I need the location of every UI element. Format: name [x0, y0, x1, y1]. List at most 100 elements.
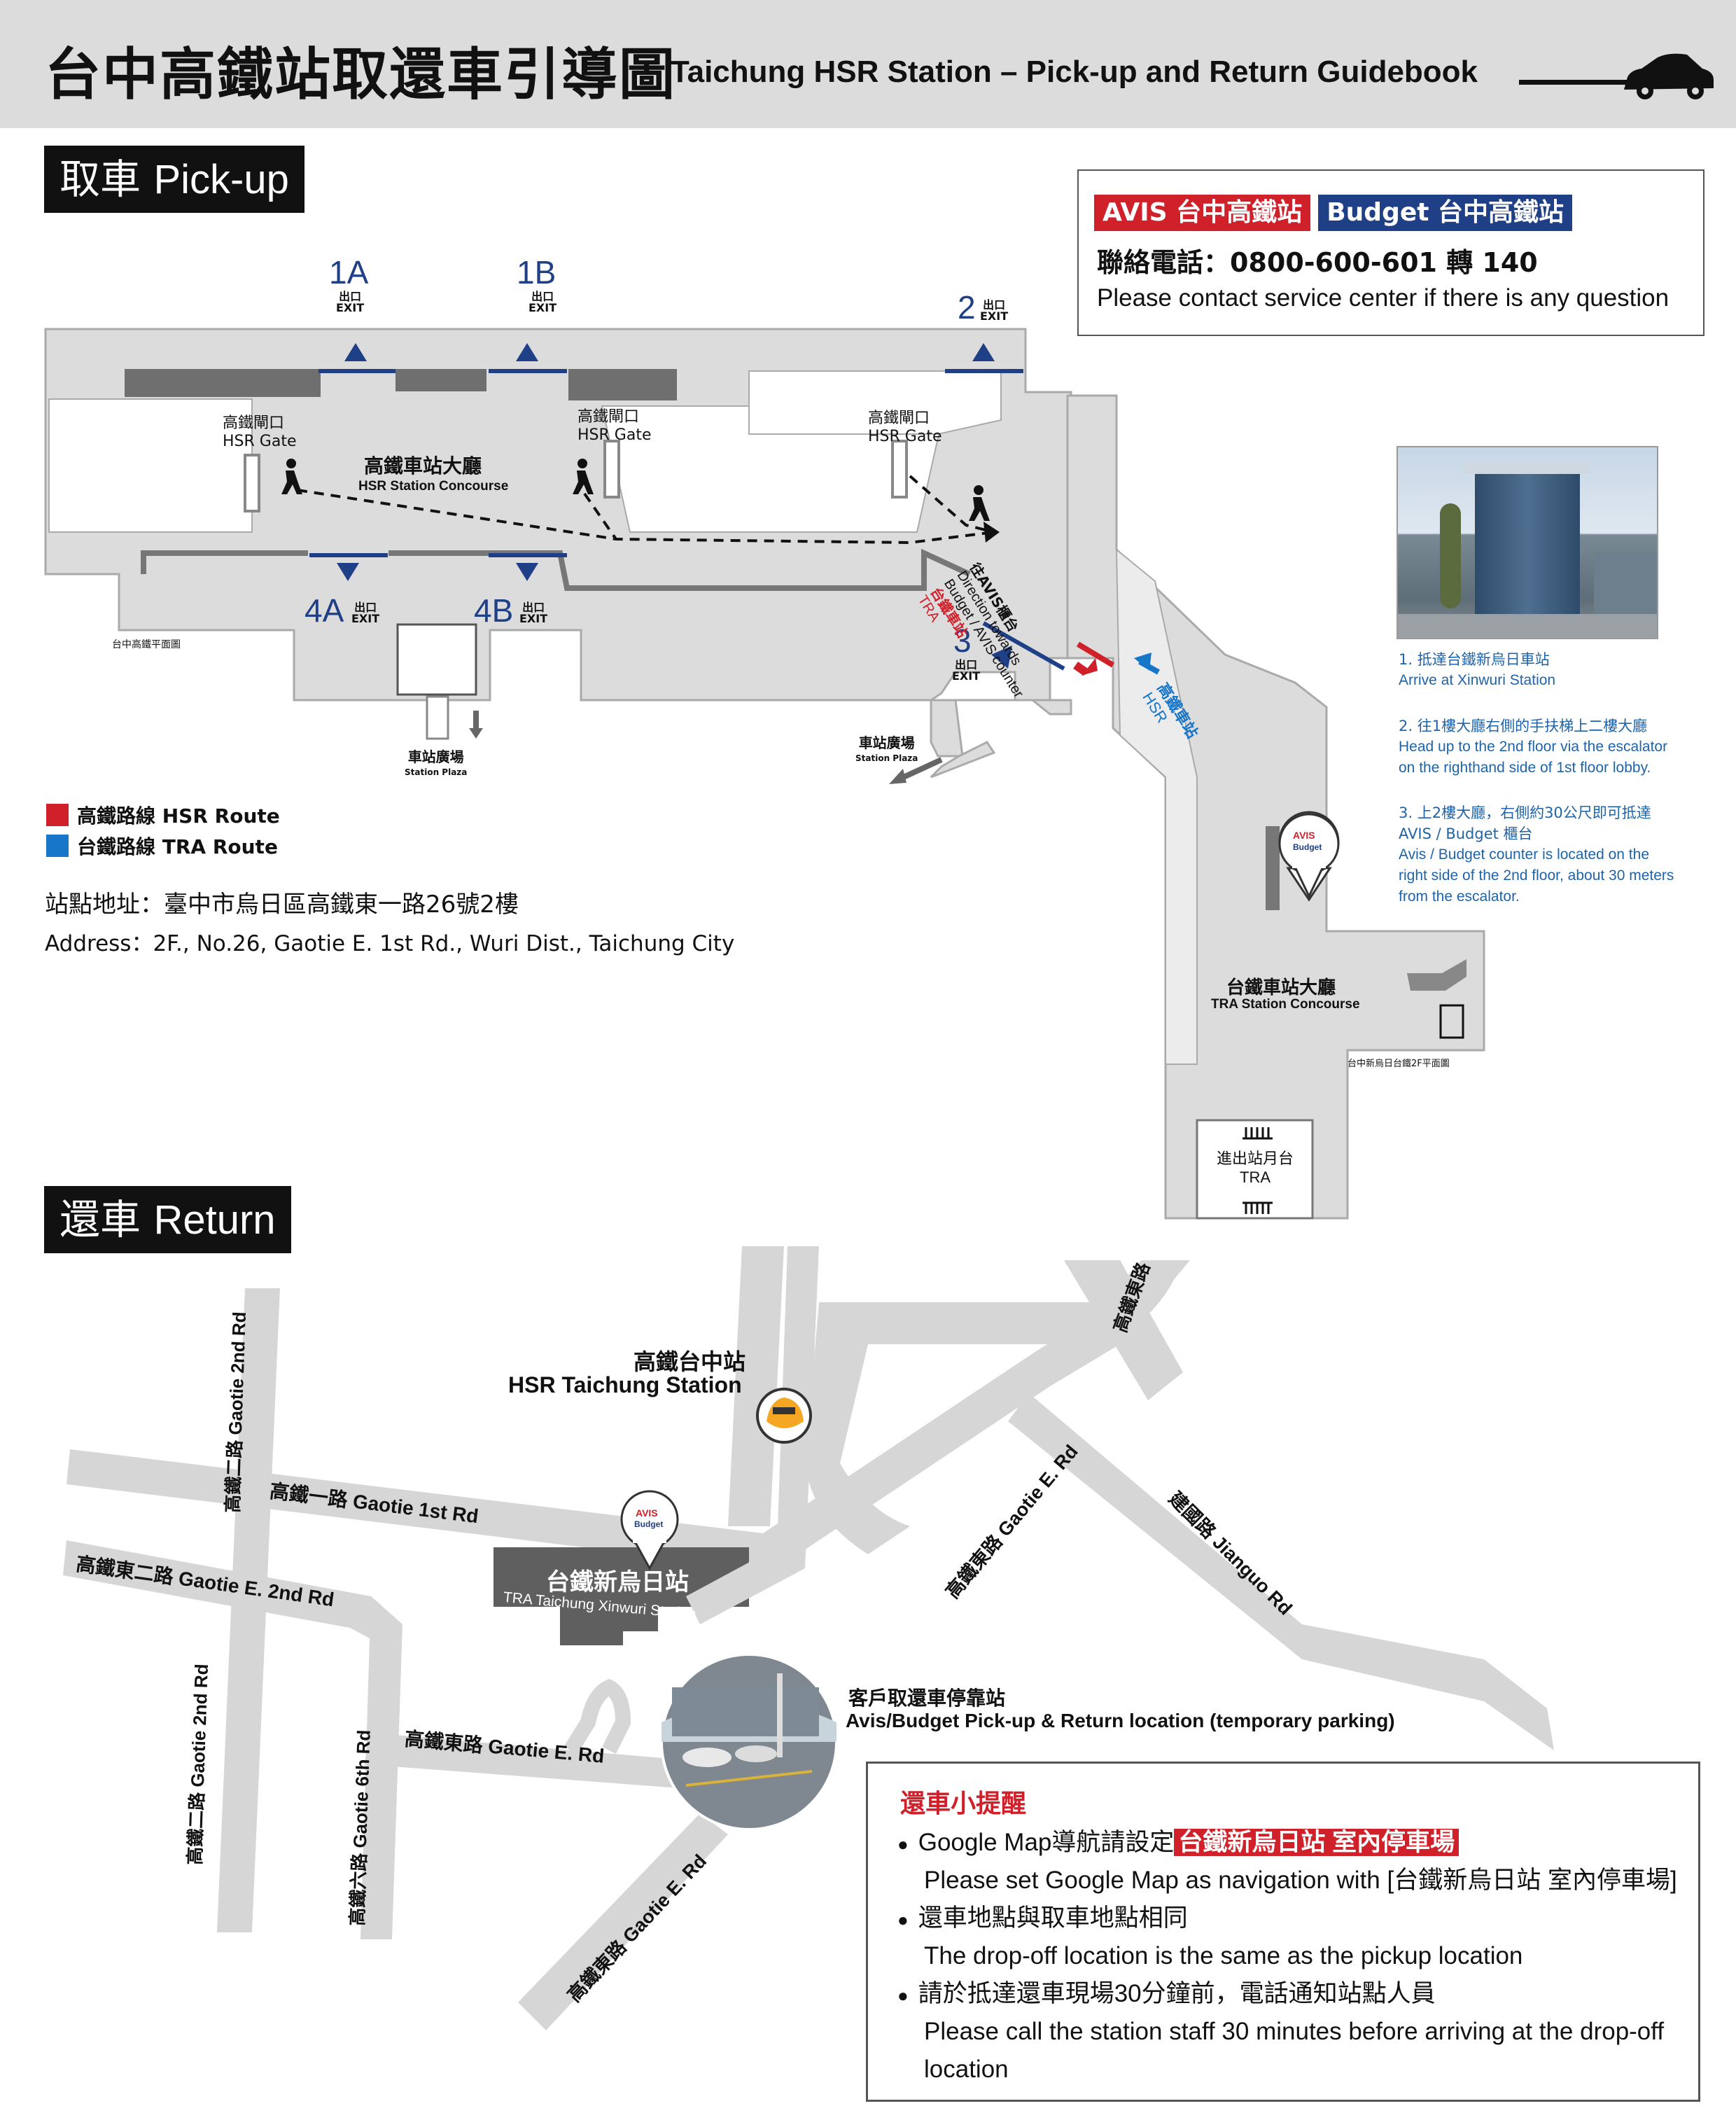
pickup-label-zh: 取車 [59, 155, 141, 203]
address-zh: 站點地址：臺中市烏日區高鐵東一路26號2樓 [45, 891, 519, 919]
return-map [63, 1246, 1554, 2030]
elevator-icon [1439, 1004, 1464, 1039]
avis-map-pin-icon [620, 1490, 679, 1571]
step-2-en-1: Head up to the 2nd floor via the escalat… [1399, 739, 1668, 755]
pin-avis-logo: AVIS [1293, 830, 1315, 841]
hsr-concourse-en: HSR Station Concourse [358, 479, 509, 494]
reminder-item-3-zh: 請於抵達還車現場30分鐘前，電話通知站點人員 [918, 1980, 1436, 2007]
exit-1b-label: 1B [517, 254, 556, 291]
parking-photo [660, 1653, 838, 1831]
reminder-item-3-en-2: location [924, 2056, 1009, 2083]
gate-zh: 高鐵閘口 [868, 410, 930, 427]
tra-route-label: 台鐵路線 TRA Route [77, 835, 278, 858]
reminder-item-2-zh: 還車地點與取車地點相同 [918, 1904, 1188, 1932]
plaza-zh: 車站廣場 [407, 748, 464, 765]
gate-zh: 高鐵閘口 [223, 414, 285, 432]
exit-zh: 出口 [339, 290, 362, 303]
exit-3-label: 3 [953, 622, 972, 659]
tra-concourse-en: TRA Station Concourse [1211, 997, 1360, 1012]
reminder-title: 還車小提醒 [900, 1790, 1027, 1818]
pickup-section-label: 取車 Pick-up [44, 146, 304, 213]
exit-en: EXIT [980, 309, 1009, 323]
step-3: 3. 上2樓大廳，右側約30公尺即可抵達 AVIS / Budget 櫃台 Av… [1399, 802, 1674, 907]
gate-en: HSR Gate [578, 426, 652, 444]
step-3-en-1: Avis / Budget counter is located on the [1399, 846, 1650, 863]
gate-zh: 高鐵閘口 [578, 408, 640, 426]
reminder-item-1-en: Please set Google Map as navigation with… [924, 1867, 1677, 1894]
exit-2-label: 2 [958, 289, 976, 326]
exit-4b-label: 4B [474, 592, 514, 629]
step-1-zh: 1. 抵達台鐵新烏日車站 [1399, 651, 1550, 668]
step-1: 1. 抵達台鐵新烏日車站 Arrive at Xinwuri Station [1399, 649, 1555, 691]
parking-label-zh: 客戶取還車停靠站 [848, 1687, 1006, 1710]
hsr-route-swatch [46, 804, 69, 826]
platform-zh: 進出站月台 [1216, 1150, 1294, 1168]
step-2-en-2: on the righthand side of 1st floor lobby… [1399, 760, 1651, 776]
hsr-plan-caption: 台中高鐵平面圖 [112, 639, 181, 650]
platform-en: TRA [1240, 1169, 1270, 1186]
avis-budget-pin-icon [1266, 811, 1340, 910]
exit-zh: 出口 [531, 290, 554, 303]
step-2-zh: 2. 往1樓大廳右側的手扶梯上二樓大廳 [1399, 718, 1648, 734]
gate-en: HSR Gate [868, 428, 942, 445]
map-pin-avis-logo: AVIS [636, 1507, 658, 1519]
exit-en: EXIT [519, 612, 548, 625]
walking-person-icon [281, 459, 990, 521]
page-header [0, 0, 1736, 128]
gate-en: HSR Gate [223, 433, 297, 450]
avis-tag: AVIS 台中高鐵站 [1094, 195, 1311, 231]
exit-4a-label: 4A [304, 592, 344, 629]
reminder-item-1-highlight: 台鐵新烏日站 室內停車場 [1174, 1829, 1460, 1856]
reminder-item-1: ●Google Map導航請設定台鐵新烏日站 室內停車場 [897, 1824, 1460, 1863]
hsr-station-en: HSR Taichung Station [508, 1372, 742, 1397]
white-block-left [48, 398, 253, 533]
pickup-label-en: Pick-up [153, 157, 289, 202]
page-title-zh: 台中高鐵站取還車引導圖 [45, 42, 676, 107]
exit-zh: 出口 [354, 601, 377, 614]
step-3-zh-2: AVIS / Budget 櫃台 [1399, 825, 1533, 842]
exit-1a-label: 1A [329, 254, 369, 291]
step-3-zh: 3. 上2樓大廳，右側約30公尺即可抵達 [1399, 804, 1651, 821]
reminder-item-1-zh: Google Map導航請設定 [918, 1829, 1175, 1856]
reminder-item-2: ●還車地點與取車地點相同 [897, 1899, 1188, 1939]
hsr-concourse-zh: 高鐵車站大廳 [364, 454, 482, 477]
return-section-label: 還車 Return [44, 1186, 291, 1253]
budget-tag: Budget 台中高鐵站 [1318, 195, 1573, 231]
tra-plan-caption: 台中新烏日台鐵2F平面圖 [1348, 1059, 1450, 1069]
step-3-en-3: from the escalator. [1399, 888, 1520, 905]
contact-note: Please contact service center if there i… [1097, 284, 1670, 312]
exit-en: EXIT [952, 669, 981, 683]
stair-block [396, 623, 477, 696]
car-icon [1519, 53, 1714, 99]
tra-route-swatch [46, 835, 69, 857]
contact-box: AVIS 台中高鐵站 Budget 台中高鐵站 聯絡電話：0800-600-60… [1077, 169, 1704, 336]
exit-zh: 出口 [983, 298, 1006, 312]
exit-zh: 出口 [522, 601, 545, 614]
return-label-en: Return [153, 1197, 276, 1243]
tra-concourse-zh: 台鐵車站大廳 [1226, 977, 1336, 998]
hsr-route-label: 高鐵路線 HSR Route [77, 804, 280, 828]
page-title-en: Taichung HSR Station – Pick-up and Retur… [671, 55, 1478, 89]
address-en: Address：2F., No.26, Gaotie E. 1st Rd., W… [45, 931, 735, 956]
return-reminder-box: 還車小提醒 ●Google Map導航請設定台鐵新烏日站 室內停車場 Pleas… [866, 1762, 1700, 2102]
step-1-en: Arrive at Xinwuri Station [1399, 672, 1556, 688]
hsr-floor-plan [44, 328, 1485, 1220]
legend: 高鐵路線 HSR Route 台鐵路線 TRA Route [46, 800, 280, 861]
reminder-item-3-en-1: Please call the station staff 30 minutes… [924, 2018, 1665, 2045]
parking-label-en: Avis/Budget Pick-up & Return location (t… [846, 1710, 1395, 1731]
exit-en: EXIT [528, 301, 557, 314]
map-pin-budget-logo: Budget [634, 1519, 664, 1529]
bullet-icon: ● [897, 1985, 909, 2006]
step-2: 2. 往1樓大廳右側的手扶梯上二樓大廳 Head up to the 2nd f… [1399, 716, 1667, 779]
